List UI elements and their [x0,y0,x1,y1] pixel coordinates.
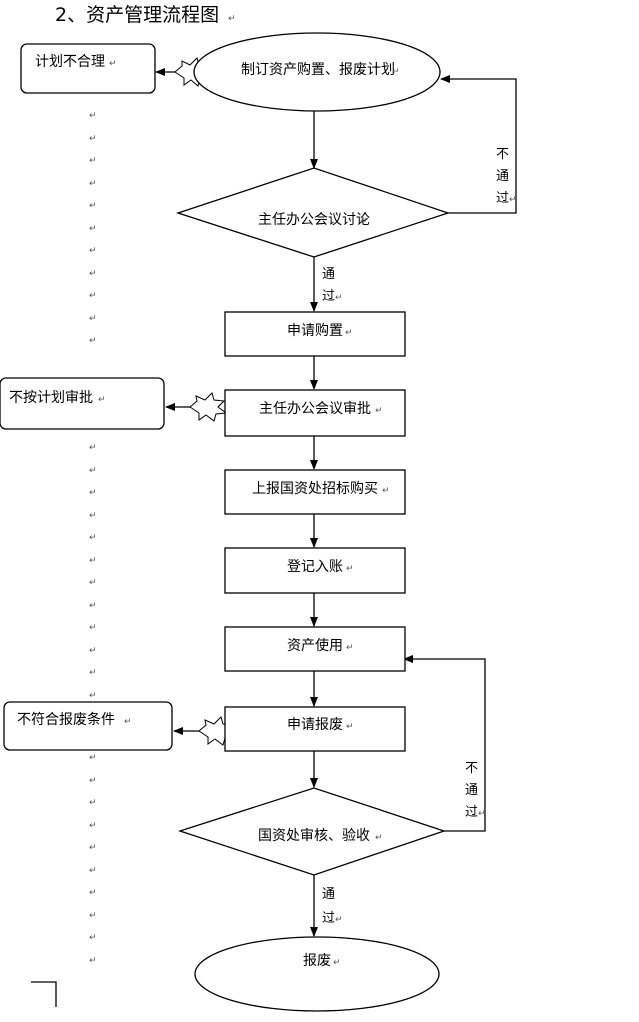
para-mark: ↵ [124,717,132,727]
para-mark: ↵ [375,833,383,843]
svg-text:过: 过 [465,805,478,820]
para-mark: ↵ [89,578,97,588]
svg-text:主任办公会议审批: 主任办公会议审批 [259,401,371,417]
page-title: 2、资产管理流程图 [55,4,219,26]
svg-text:不符合报废条件: 不符合报废条件 [17,711,115,728]
para-mark: ↵ [89,246,97,256]
para-mark: ↵ [98,395,106,405]
svg-text:通: 通 [496,169,509,184]
svg-text:国资处审核、验收: 国资处审核、验收 [258,828,370,844]
para-mark: ↵ [375,406,383,416]
para-mark: ↵ [89,911,97,921]
svg-text:过: 过 [322,289,335,304]
para-mark: ↵ [89,798,97,808]
svg-text:不: 不 [496,147,509,162]
para-mark: ↵ [89,821,97,831]
para-mark: ↵ [89,443,97,453]
para-mark: ↵ [89,691,97,701]
title-para-mark: ↵ [228,14,236,24]
svg-text:登记入账: 登记入账 [287,559,343,575]
para-mark: ↵ [89,224,97,234]
para-mark: ↵ [346,564,354,574]
para-mark: ↵ [346,643,354,653]
para-mark: ↵ [89,134,97,144]
svg-text:过: 过 [496,191,509,206]
para-mark: ↵ [382,486,390,496]
node-asset-use: 资产使用 [224,626,406,672]
svg-text:通: 通 [465,783,478,798]
para-mark: ↵ [335,293,343,303]
para-mark: ↵ [478,809,486,819]
node-scrap: 报废 [194,936,440,1012]
para-mark: ↵ [333,958,341,968]
para-mark: ↵ [89,336,97,346]
svg-text:资产使用: 资产使用 [287,637,343,654]
para-mark: ↵ [89,533,97,543]
svg-text:通: 通 [322,267,335,282]
node-register: 登记入账 [224,547,406,594]
svg-text:不按计划审批: 不按计划审批 [9,390,93,406]
para-mark: ↵ [89,753,97,763]
node-audit: 国资处审核、验收 [177,787,447,876]
node-meeting-approve: 主任办公会议审批 [224,389,406,437]
para-mark: ↵ [89,601,97,611]
para-mark: ↵ [89,646,97,656]
para-mark: ↵ [89,623,97,633]
node-apply-scrap: 申请报废 [224,706,406,752]
para-mark: ↵ [89,888,97,898]
paragraph-marks-column: ↵ ↵ ↵ ↵ ↵ ↵ ↵ ↵ ↵ ↵ ↵ ↵ ↵ ↵ ↵ ↵ ↵ ↵ ↵ ↵ ↵ ↵ ↵ ↵ ↵ ↵ ↵ ↵ ↵ ↵ ↵ ↵ ↵ [89,111,97,966]
svg-text:通: 通 [322,887,335,902]
node-apply-purchase: 申请购置 [224,311,406,357]
para-mark: ↵ [89,179,97,189]
edge-label-reject-1: 不 通 过 [496,147,509,206]
para-mark: ↵ [89,314,97,324]
para-mark: ↵ [89,466,97,476]
para-mark: ↵ [89,933,97,943]
para-mark: ↵ [89,776,97,786]
para-mark: ↵ [392,67,400,77]
svg-text:不: 不 [465,761,478,776]
para-mark: ↵ [360,217,368,227]
para-mark: ↵ [89,111,97,121]
para-mark: ↵ [89,488,97,498]
svg-text:计划不合理: 计划不合理 [35,54,105,70]
svg-text:制订资产购置、报废计划: 制订资产购置、报废计划 [241,62,395,78]
svg-text:主任办公会议讨论: 主任办公会议讨论 [258,212,370,228]
side-not-per-plan: 不按计划审批 [0,377,165,430]
page-corner-mark [31,981,57,1007]
svg-text:过: 过 [322,911,335,926]
para-mark: ↵ [345,328,353,338]
para-mark: ↵ [89,843,97,853]
para-mark: ↵ [89,201,97,211]
para-mark: ↵ [89,668,97,678]
svg-text:申请报废: 申请报废 [287,717,343,733]
side-plan-unreasonable: 计划不合理 [20,43,156,94]
para-mark: ↵ [335,915,343,925]
para-mark: ↵ [109,59,117,69]
edge-label-pass-1: 通 过 [322,267,335,304]
arrow-reject-loop-1 [440,75,517,214]
para-mark: ↵ [346,722,354,732]
para-mark: ↵ [89,269,97,279]
arrow-reject-loop-2 [403,655,486,832]
edge-label-reject-2: 不 通 过 [465,761,478,820]
side-not-meet-scrap: 不符合报废条件 [3,701,173,751]
node-meeting-discuss: 主任办公会议讨论 [175,167,451,258]
para-mark: ↵ [89,956,97,966]
para-mark: ↵ [89,556,97,566]
svg-text:报废: 报废 [303,953,331,969]
node-plan: 制订资产购置、报废计划 [193,32,441,112]
burst-icon [189,392,228,422]
para-mark: ↵ [89,511,97,521]
edge-label-pass-2: 通 过 [322,887,335,926]
para-mark: ↵ [89,866,97,876]
node-report-tender: 上报国资处招标购买 [224,469,406,515]
para-mark: ↵ [89,156,97,166]
svg-text:上报国资处招标购买: 上报国资处招标购买 [252,481,378,497]
para-mark: ↵ [89,291,97,301]
svg-text:申请购置: 申请购置 [287,323,343,339]
para-mark: ↵ [509,195,517,205]
